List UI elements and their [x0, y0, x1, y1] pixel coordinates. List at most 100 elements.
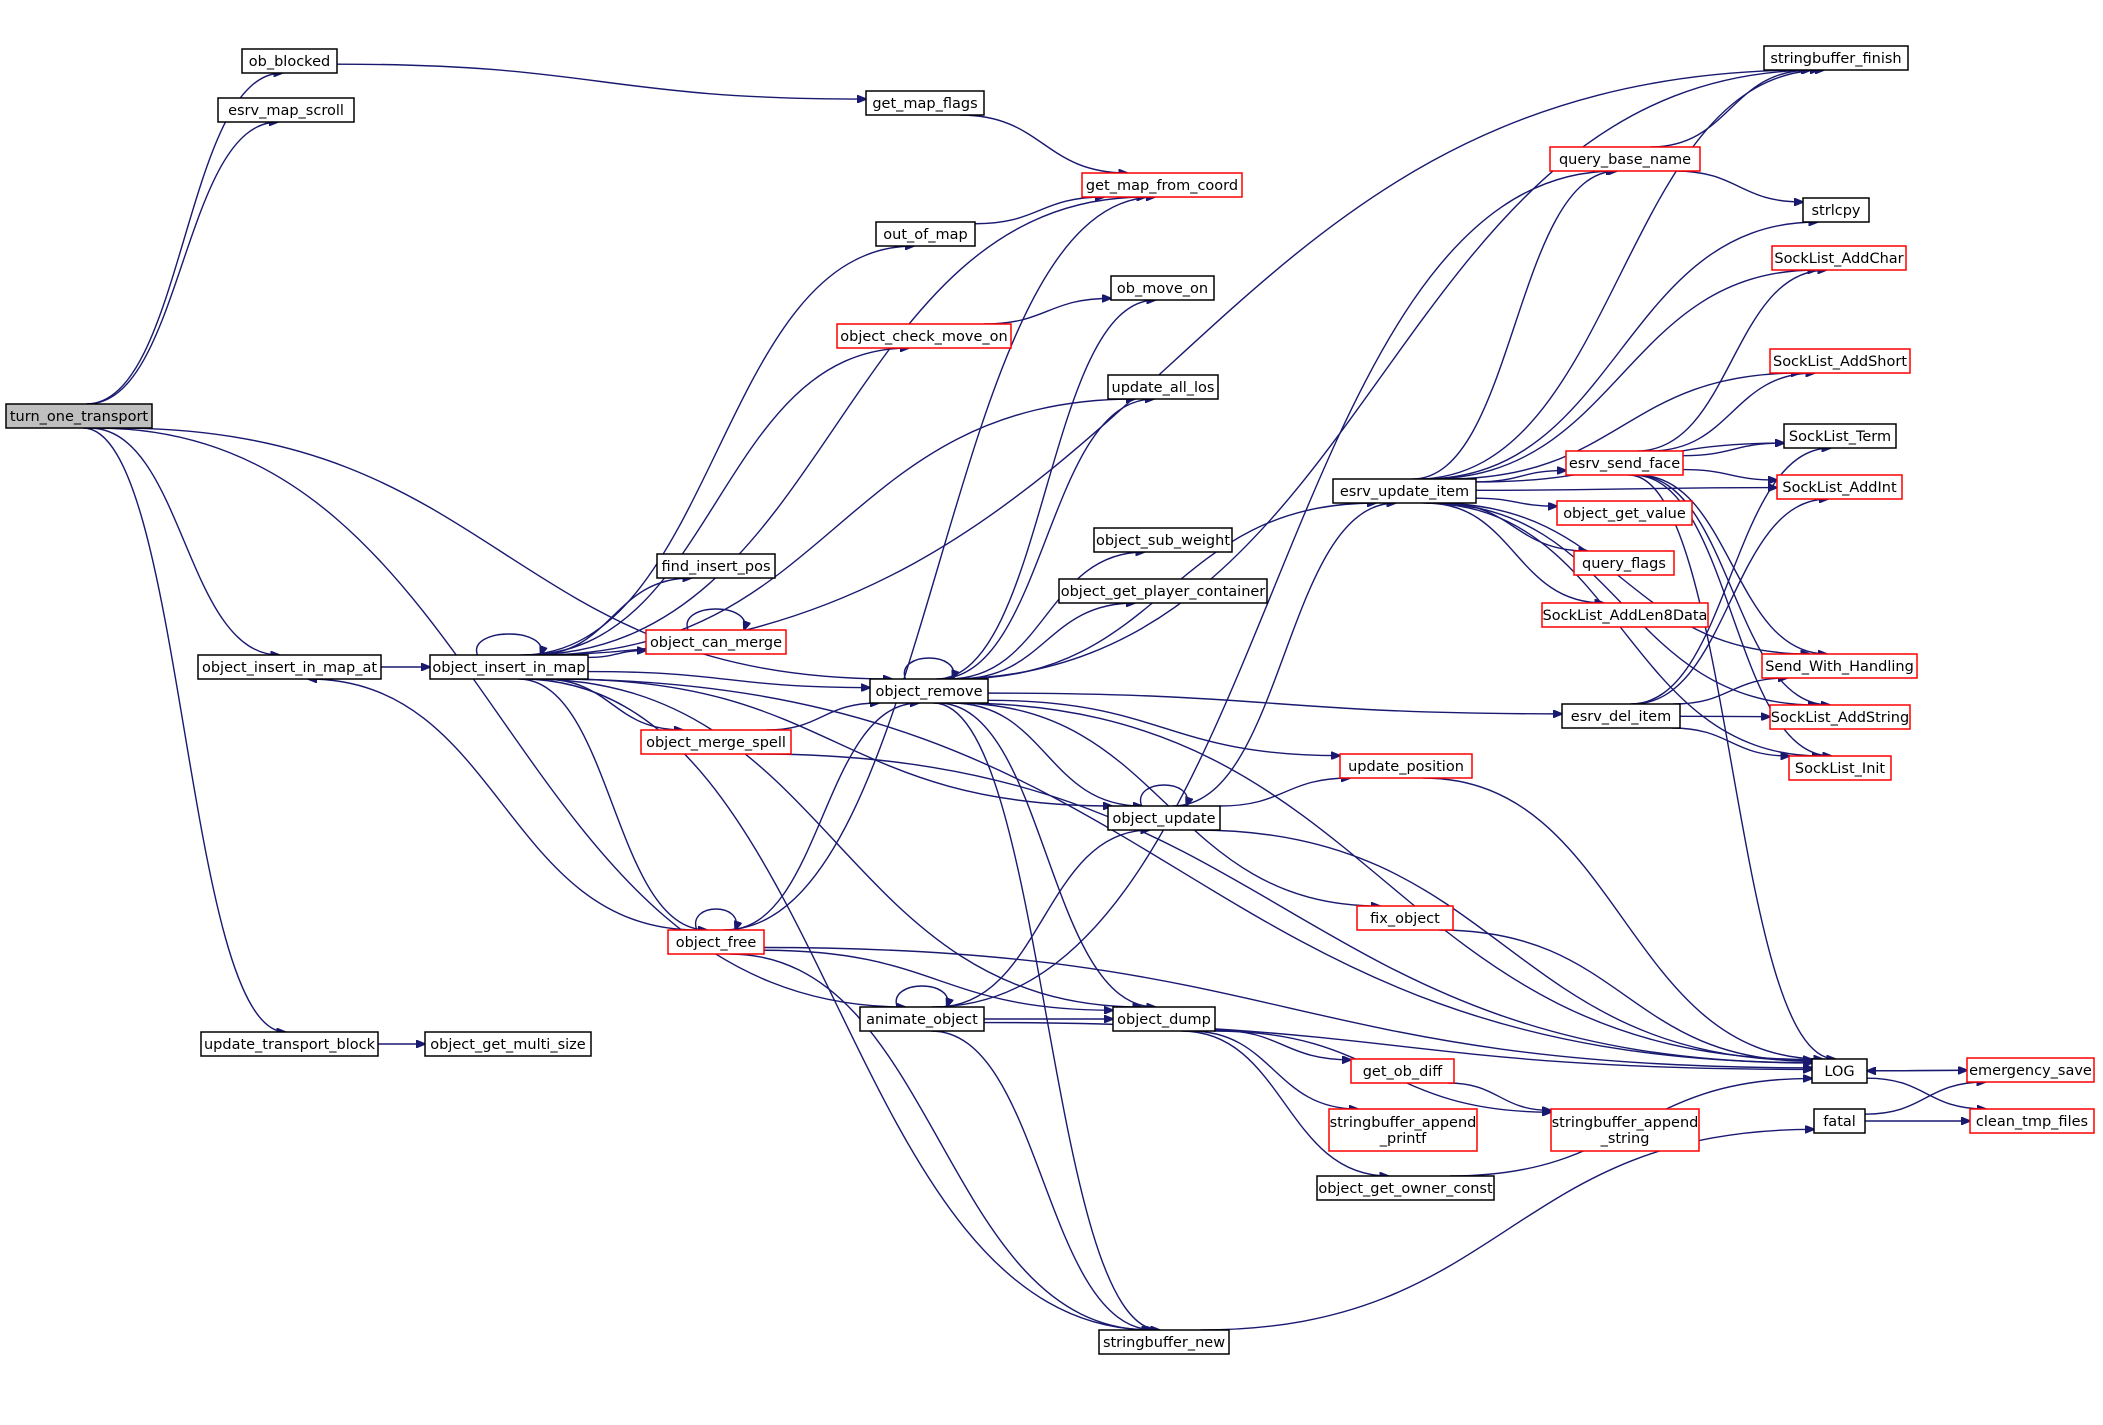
function-node-object_sub_weight[interactable]: object_sub_weight — [1093, 527, 1233, 553]
function-node-object_get_value[interactable]: object_get_value — [1556, 500, 1693, 526]
node-box — [424, 1031, 592, 1057]
function-node-object_update[interactable]: object_update — [1107, 805, 1221, 831]
node-label: stringbuffer_append — [1330, 1115, 1477, 1131]
function-node-object_merge_spell[interactable]: object_merge_spell — [640, 729, 792, 755]
node-box — [1802, 197, 1870, 223]
node-label: ob_blocked — [249, 54, 330, 70]
function-node-stringbuffer_new[interactable]: stringbuffer_new — [1098, 1329, 1230, 1355]
function-node-SockList_AddShort[interactable]: SockList_AddShort — [1769, 348, 1911, 374]
node-box — [1763, 45, 1909, 71]
function-node-SockList_AddString[interactable]: SockList_AddString — [1769, 704, 1911, 730]
function-node-object_get_player_container[interactable]: object_get_player_container — [1058, 578, 1268, 604]
node-box — [1561, 703, 1681, 729]
function-node-update_position[interactable]: update_position — [1339, 753, 1473, 779]
function-node-SockList_Init[interactable]: SockList_Init — [1788, 755, 1892, 781]
function-node-ob_move_on[interactable]: ob_move_on — [1110, 275, 1215, 301]
function-node-SockList_AddLen8Data[interactable]: SockList_AddLen8Data — [1541, 602, 1709, 628]
function-node-ob_blocked[interactable]: ob_blocked — [241, 48, 338, 74]
function-node-update_all_los[interactable]: update_all_los — [1107, 374, 1219, 400]
node-label: object_insert_in_map_at — [202, 660, 377, 676]
function-node-object_dump[interactable]: object_dump — [1112, 1006, 1216, 1032]
node-box — [1107, 805, 1221, 831]
call-edge-object_remove-to-object_sub_weight — [947, 552, 1145, 680]
node-box — [1107, 374, 1219, 400]
call-edge-esrv_send_face-to-SockList_Init — [1632, 474, 1832, 756]
call-edge-object_free-to-get_map_from_coord — [723, 197, 1155, 931]
function-node-esrv_map_scroll[interactable]: esrv_map_scroll — [217, 97, 355, 123]
call-edge-object_remove-to-object_update — [951, 702, 1142, 806]
function-node-object_can_merge[interactable]: object_can_merge — [645, 629, 787, 655]
function-node-get_ob_diff[interactable]: get_ob_diff — [1350, 1058, 1455, 1084]
call-edge-out_of_map-to-get_map_from_coord — [974, 197, 1104, 225]
function-node-stringbuffer_append_string[interactable]: stringbuffer_append_string — [1550, 1108, 1700, 1152]
node-label: clean_tmp_files — [1976, 1114, 2088, 1130]
node-box — [859, 1006, 985, 1032]
call-edge-object_insert_in_map-to-object_check_move_on — [524, 348, 909, 656]
node-label: get_map_flags — [872, 96, 977, 112]
function-node-find_insert_pos[interactable]: find_insert_pos — [656, 553, 776, 579]
function-node-Send_With_Handling[interactable]: Send_With_Handling — [1761, 653, 1918, 679]
node-label: ob_move_on — [1117, 281, 1208, 297]
node-label: SockList_Term — [1789, 429, 1891, 445]
node-box — [1356, 905, 1454, 931]
call-edge-object_insert_in_map-to-stringbuffer_new — [520, 678, 1153, 1330]
function-node-query_flags[interactable]: query_flags — [1573, 550, 1675, 576]
node-label: turn_one_transport — [10, 409, 149, 425]
function-node-turn_one_transport[interactable]: turn_one_transport — [5, 403, 153, 429]
function-node-animate_object[interactable]: animate_object — [859, 1006, 985, 1032]
node-box — [645, 629, 787, 655]
function-node-update_transport_block[interactable]: update_transport_block — [200, 1031, 379, 1057]
function-node-out_of_map[interactable]: out_of_map — [875, 221, 976, 247]
call-edge-get_map_flags-to-get_map_from_coord — [959, 114, 1128, 173]
call-edge-object_merge_spell-to-object_remove — [766, 703, 879, 731]
call-edge-object_update-to-LOG — [1196, 829, 1812, 1061]
node-label: _printf — [1379, 1131, 1427, 1147]
function-node-get_map_from_coord[interactable]: get_map_from_coord — [1081, 172, 1243, 198]
node-box — [217, 97, 355, 123]
function-node-query_base_name[interactable]: query_base_name — [1549, 146, 1701, 172]
function-node-object_get_owner_const[interactable]: object_get_owner_const — [1316, 1175, 1495, 1201]
function-node-object_insert_in_map_at[interactable]: object_insert_in_map_at — [197, 654, 382, 680]
function-node-esrv_del_item[interactable]: esrv_del_item — [1561, 703, 1681, 729]
call-edge-query_base_name-to-stringbuffer_finish — [1650, 70, 1811, 148]
node-box — [865, 90, 985, 116]
node-label: query_base_name — [1559, 152, 1691, 168]
function-node-strlcpy[interactable]: strlcpy — [1802, 197, 1870, 223]
function-node-fix_object[interactable]: fix_object — [1356, 905, 1454, 931]
call-edge-object_update-to-esrv_update_item — [1172, 503, 1396, 807]
call-edge-object_remove-to-object_remove — [903, 657, 953, 679]
node-box — [1093, 527, 1233, 553]
function-node-stringbuffer_append_printf[interactable]: stringbuffer_append_printf — [1328, 1108, 1478, 1152]
call-edge-object_check_move_on-to-ob_move_on — [983, 298, 1111, 325]
function-node-LOG[interactable]: LOG — [1811, 1058, 1868, 1084]
call-edge-object_insert_in_map-to-object_free — [518, 678, 707, 930]
function-node-object_insert_in_map[interactable]: object_insert_in_map — [429, 654, 589, 680]
function-node-clean_tmp_files[interactable]: clean_tmp_files — [1969, 1108, 2095, 1134]
function-node-stringbuffer_finish[interactable]: stringbuffer_finish — [1763, 45, 1909, 71]
function-node-SockList_AddChar[interactable]: SockList_AddChar — [1771, 245, 1907, 271]
call-edge-turn_one_transport-to-update_transport_block — [83, 427, 285, 1032]
node-label: object_insert_in_map — [432, 660, 585, 676]
function-node-object_remove[interactable]: object_remove — [869, 678, 989, 704]
function-node-emergency_save[interactable]: emergency_save — [1966, 1057, 2095, 1083]
node-box — [640, 729, 792, 755]
call-edge-object_insert_in_map-to-get_map_from_coord — [525, 197, 1145, 656]
function-node-SockList_Term[interactable]: SockList_Term — [1783, 423, 1897, 449]
function-node-object_free[interactable]: object_free — [667, 929, 765, 955]
node-label: _string — [1600, 1131, 1650, 1147]
call-edge-object_insert_in_map-to-object_merge_spell — [542, 678, 683, 730]
call-edge-esrv_del_item-to-Send_With_Handling — [1673, 678, 1787, 705]
function-node-SockList_AddInt[interactable]: SockList_AddInt — [1776, 474, 1903, 500]
node-box — [1332, 478, 1477, 504]
function-node-get_map_flags[interactable]: get_map_flags — [865, 90, 985, 116]
function-node-object_get_multi_size[interactable]: object_get_multi_size — [424, 1031, 592, 1057]
function-node-esrv_send_face[interactable]: esrv_send_face — [1565, 450, 1684, 476]
call-edge-object_insert_in_map-to-object_can_merge — [587, 650, 646, 659]
function-node-esrv_update_item[interactable]: esrv_update_item — [1332, 478, 1477, 504]
node-box — [656, 553, 776, 579]
function-node-object_check_move_on[interactable]: object_check_move_on — [836, 323, 1012, 349]
call-edge-esrv_send_face-to-SockList_AddShort — [1649, 373, 1815, 452]
call-edge-esrv_update_item-to-esrv_send_face — [1475, 470, 1566, 483]
function-node-fatal[interactable]: fatal — [1813, 1108, 1866, 1134]
